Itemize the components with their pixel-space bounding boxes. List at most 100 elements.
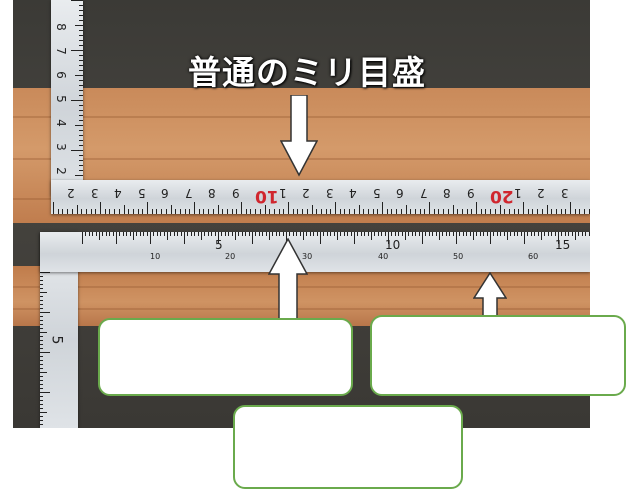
ruler-tick (527, 232, 529, 236)
ruler-number: 5 (53, 95, 68, 103)
ruler-tick (207, 232, 209, 236)
ruler-tick (198, 209, 200, 214)
ruler-number: 8 (443, 186, 451, 200)
ruler-tick (457, 209, 459, 214)
ruler-tick (486, 232, 488, 236)
ruler-tick (405, 205, 407, 214)
ruler-tick (109, 232, 111, 236)
ruler-tick (95, 232, 97, 236)
ruler-tick (81, 209, 83, 214)
ruler-tick (275, 232, 277, 236)
ruler-tick (118, 209, 120, 214)
ruler-tick (236, 209, 238, 214)
ruler-tick (245, 232, 247, 236)
ruler-number: 2 (537, 186, 545, 200)
ruler-tick (109, 209, 111, 214)
ruler-tick (400, 209, 402, 214)
ruler-tick (71, 0, 83, 1)
ruler-tick (299, 232, 301, 236)
answer-box-left[interactable] (98, 318, 353, 396)
ruler-tick (571, 232, 573, 236)
ruler-tick (190, 232, 192, 236)
ruler-tick (510, 232, 512, 236)
ruler-tick (541, 232, 542, 240)
ruler-tick (570, 202, 571, 214)
ruler-tick (40, 408, 43, 409)
ruler-tick (75, 75, 83, 76)
ruler-tick (226, 209, 228, 214)
ruler-tick (57, 209, 59, 214)
ruler-tick (40, 344, 43, 345)
ruler-number: 3 (90, 186, 99, 200)
ruler-tick (241, 232, 243, 236)
ruler-tick (132, 209, 134, 214)
ruler-tick (231, 209, 233, 214)
ruler-tick (508, 209, 510, 214)
ruler-tick (520, 232, 522, 236)
ruler-tick (265, 232, 267, 236)
arrow-up-icon (473, 272, 507, 318)
ruler-tick (367, 232, 369, 236)
ruler-tick (323, 232, 325, 236)
ruler-tick (433, 209, 435, 214)
ruler-tick (99, 232, 100, 240)
ruler-tick (335, 202, 336, 214)
ruler-tick (530, 232, 532, 236)
ruler-tick (79, 15, 83, 16)
ruler-tick (574, 209, 576, 214)
ruler-tick (40, 304, 43, 305)
ruler-tick (40, 376, 43, 377)
ruler-tick (129, 232, 131, 236)
ruler-tick (424, 209, 426, 214)
ruler-tick (40, 392, 50, 393)
ruler-tick (85, 232, 87, 236)
ruler-tick (40, 272, 50, 273)
ruler-number: 5 (48, 335, 65, 345)
ruler-number: 6 (53, 71, 68, 79)
ruler-tick (320, 209, 322, 214)
ruler-number: 2 (67, 186, 75, 200)
ruler-tick (104, 209, 106, 214)
ruler-tick (333, 232, 335, 236)
ruler-number: 4 (53, 119, 68, 127)
ruler-tick (585, 232, 587, 236)
ruler-tick (419, 209, 421, 214)
ruler-tick (175, 209, 177, 214)
ruler-tick (165, 209, 167, 214)
ruler-tick (364, 232, 366, 236)
ruler-tick (435, 232, 437, 236)
ruler-tick (554, 232, 556, 236)
ruler-tick (40, 424, 43, 425)
ruler-number: 2 (302, 186, 310, 200)
ruler-tick (79, 130, 83, 131)
ruler-tick (504, 209, 506, 214)
ruler-tick (40, 384, 43, 385)
ruler-number: 30 (302, 252, 313, 261)
ruler-tick (565, 209, 567, 214)
ruler-tick (401, 232, 403, 236)
ruler-tick (384, 232, 386, 236)
ruler-tick (532, 209, 534, 214)
ruler-tick (466, 209, 468, 214)
ruler-tick (544, 232, 546, 236)
ruler-tick (377, 232, 379, 236)
ruler-tick (238, 232, 240, 236)
ruler-number: 8 (53, 23, 68, 31)
ruler-tick (269, 209, 271, 214)
ruler-number: 4 (349, 186, 357, 200)
ruler-tick (212, 209, 214, 214)
ruler-tick (466, 232, 468, 236)
ruler-tick (112, 232, 114, 236)
ruler-tick (568, 232, 570, 236)
ruler-tick (358, 205, 360, 214)
ruler-tick (584, 209, 586, 214)
ruler-tick (133, 232, 134, 240)
ruler-tick (79, 170, 83, 171)
ruler-tick (79, 85, 83, 86)
ruler-tick (425, 232, 427, 236)
answer-box-bottom[interactable] (233, 405, 463, 489)
ruler-tick (250, 209, 252, 214)
ruler-number: 5 (215, 238, 223, 252)
answer-box-right[interactable] (370, 315, 626, 396)
ruler-tick (518, 209, 520, 214)
